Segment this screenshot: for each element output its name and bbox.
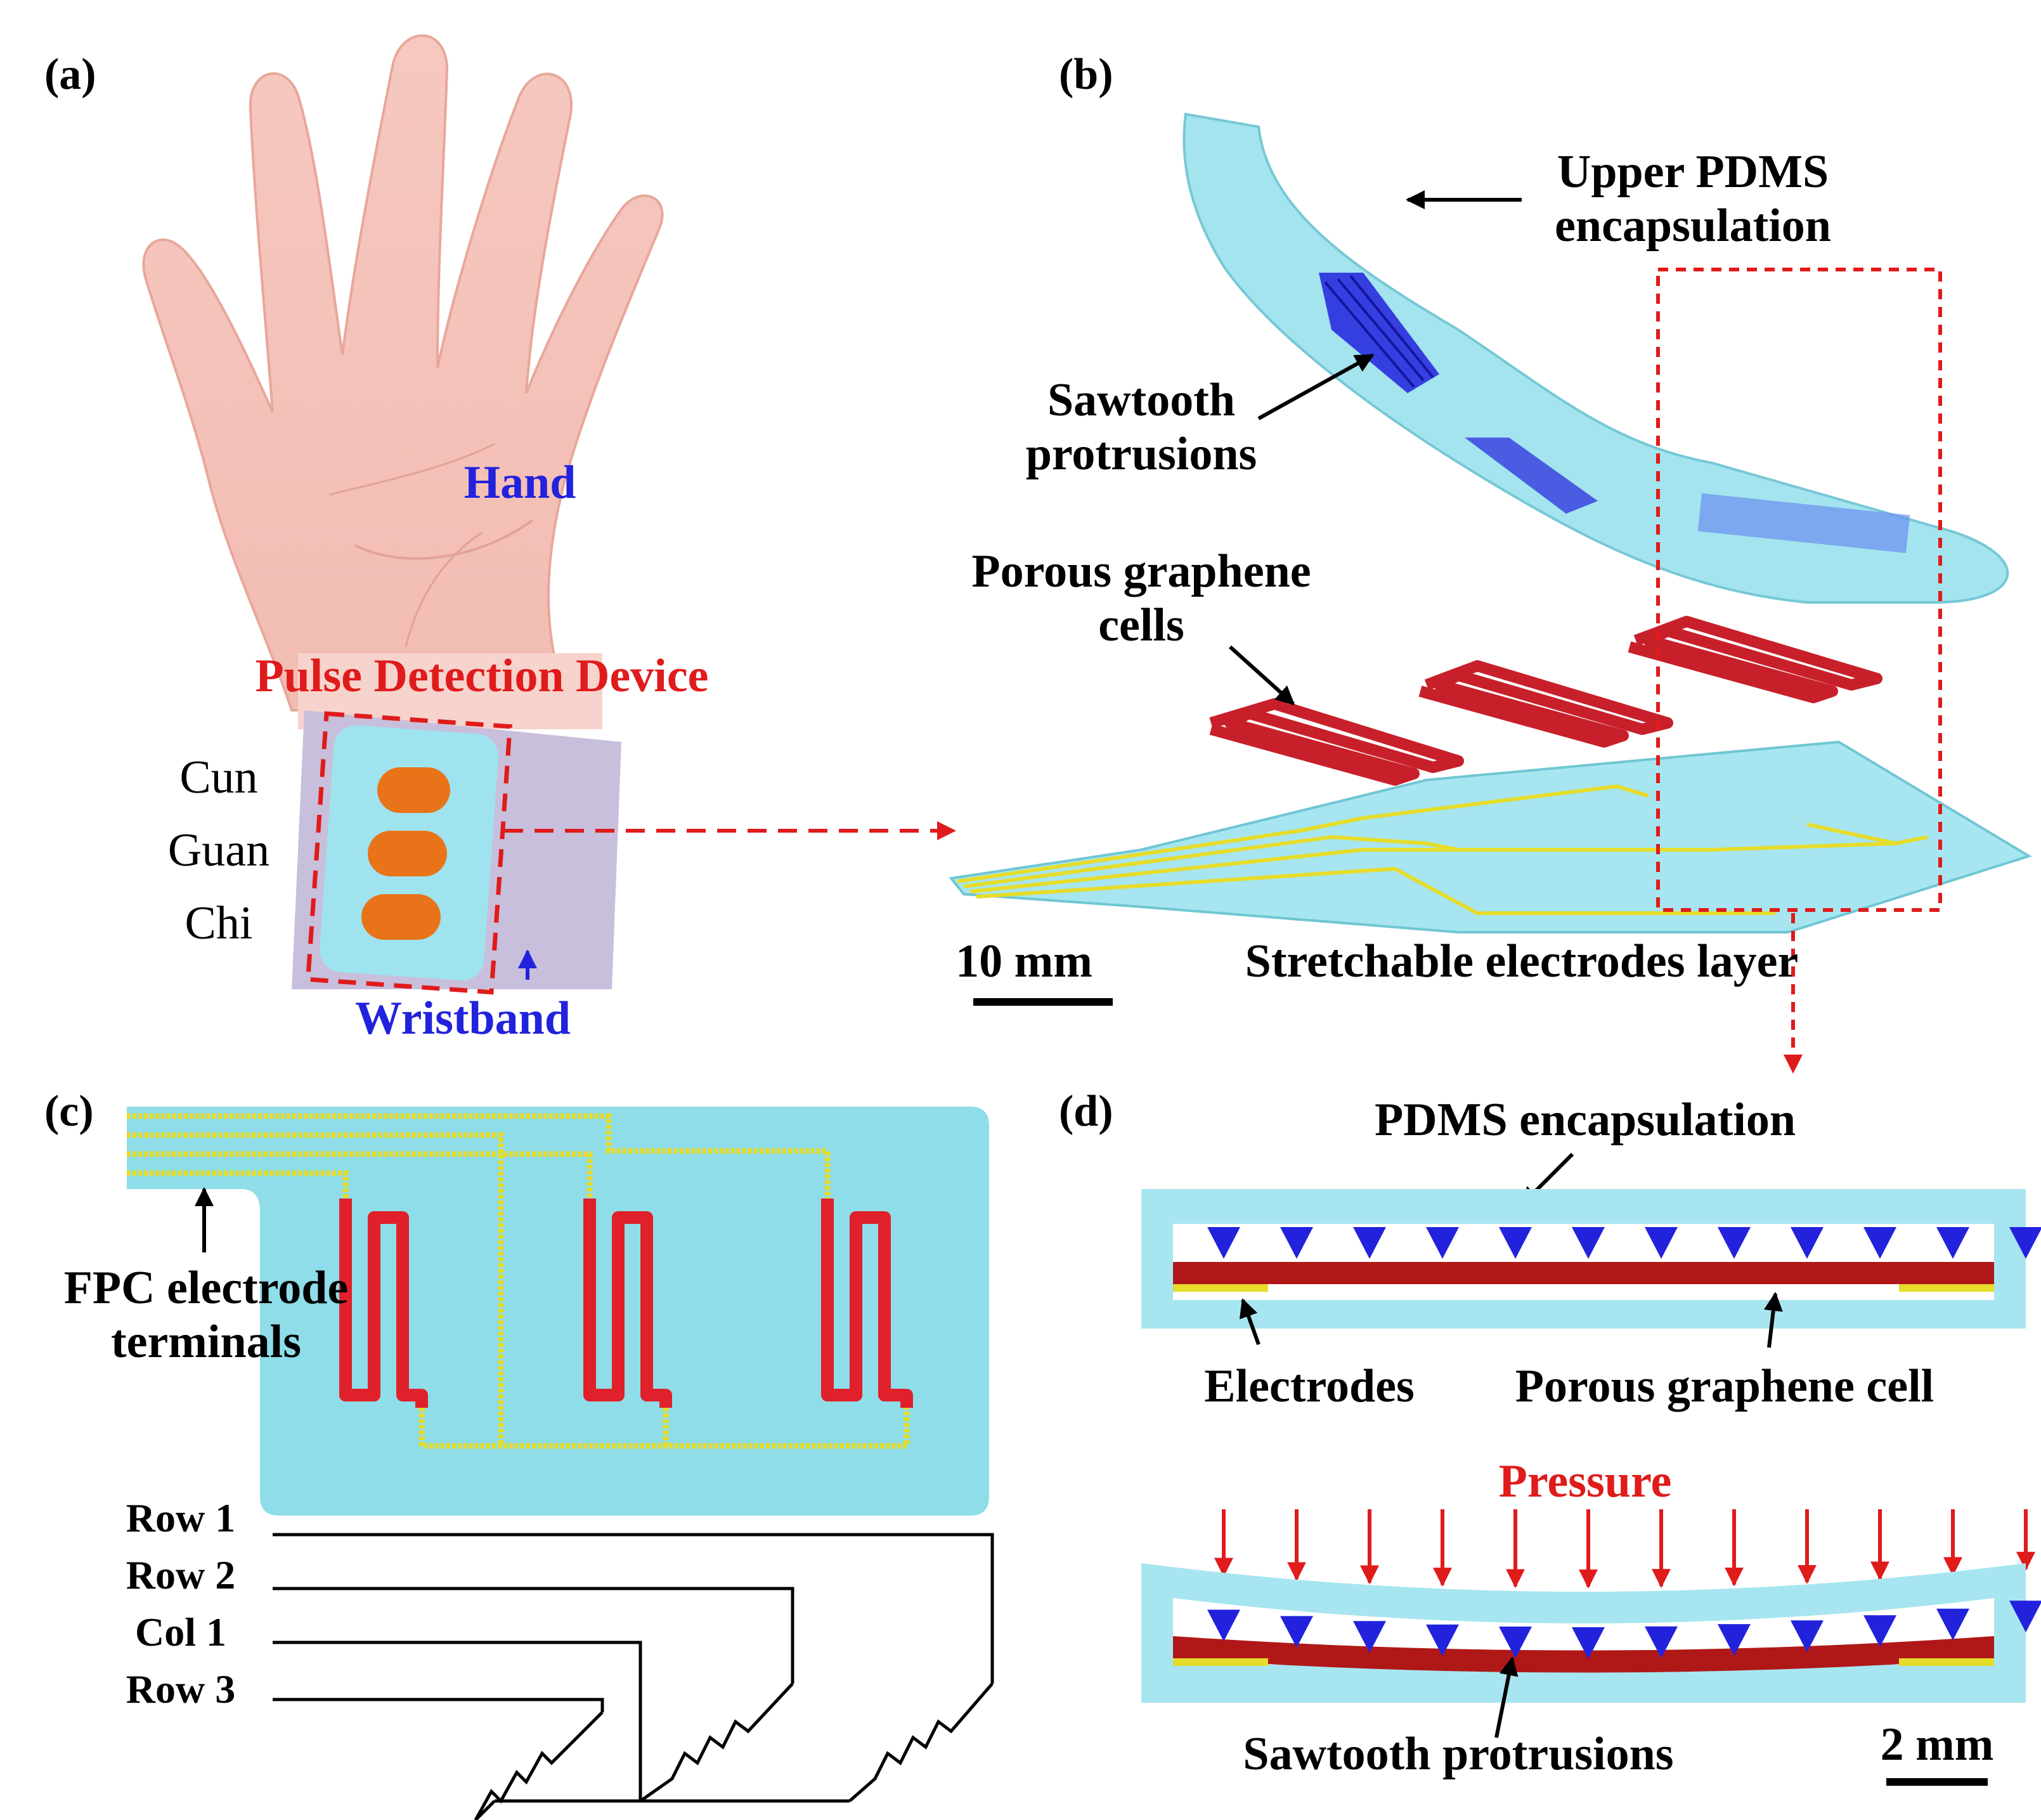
- position-chi: Chi: [185, 897, 253, 949]
- sawtooth-tooth: [1863, 1615, 1896, 1648]
- electrode-layer: [949, 740, 2032, 933]
- electrodes-label-d: Electrodes: [1204, 1360, 1415, 1412]
- sawtooth-tooth: [1280, 1616, 1313, 1648]
- sensor-guan: [368, 831, 447, 876]
- wristband-label: Wristband: [355, 992, 571, 1044]
- panel-b: (b) Upper PDMS encapsulation Sawtooth pr…: [949, 50, 2032, 1074]
- electrode-left-2: [1173, 1658, 1268, 1666]
- sawtooth-tooth: [1645, 1227, 1678, 1259]
- device-label: Pulse Detection Device: [255, 650, 708, 702]
- graphene-strip-1: [1173, 1262, 1994, 1284]
- graphene-strip-2: [1173, 1636, 1994, 1673]
- electrodes-arrow: [1239, 1298, 1260, 1346]
- sawtooth-tooth: [1426, 1624, 1459, 1656]
- sawtooth-tooth: [2009, 1601, 2041, 1633]
- c-cell-3: [821, 1199, 913, 1408]
- sawtooth-label-d: Sawtooth protrusions: [1243, 1728, 1673, 1780]
- panel-d-label: (d): [1059, 1087, 1113, 1136]
- sawtooth-tooth: [1353, 1227, 1386, 1259]
- svg-text:protrusions: protrusions: [1026, 428, 1257, 480]
- row-1-label: Row 1: [126, 1495, 235, 1540]
- electrodes-layer-label: Stretchable electrodes layer: [1245, 935, 1799, 987]
- sawtooth-tooth: [1791, 1227, 1824, 1259]
- svg-text:terminals: terminals: [111, 1316, 301, 1368]
- fpc-label: FPC electrode terminals: [64, 1262, 349, 1368]
- panel-c-label: (c): [44, 1087, 94, 1136]
- svg-text:Porous graphene: Porous graphene: [971, 545, 1311, 597]
- c-cell-2: [583, 1199, 672, 1408]
- upper-label: Upper PDMS encapsulation: [1555, 146, 1831, 252]
- panel-b-label: (b): [1059, 50, 1113, 99]
- pressure-label: Pressure: [1499, 1455, 1672, 1507]
- scale-b-label: 10 mm: [956, 935, 1092, 987]
- cell-label-d: Porous graphene cell: [1515, 1360, 1934, 1412]
- c-traces: [127, 1113, 910, 1449]
- cell-arrow: [1763, 1292, 1783, 1348]
- sawtooth-tooth: [1207, 1609, 1240, 1642]
- sensor-cun: [377, 767, 450, 813]
- circuit-schematic: [273, 1533, 994, 1820]
- electrode-right-1: [1899, 1284, 1994, 1292]
- sawtooth-tooth: [1499, 1627, 1532, 1659]
- electrode-traces: [957, 784, 1928, 915]
- graphene-cell-3: [1628, 616, 1882, 703]
- sawtooth-tooth: [2009, 1227, 2041, 1259]
- sawtooth-tooth: [1936, 1608, 1969, 1641]
- graphene-cell-1: [1209, 698, 1464, 786]
- sawtooth-tooth: [1353, 1621, 1386, 1653]
- svg-text:encapsulation: encapsulation: [1555, 200, 1831, 252]
- sawtooth-arrow-b: [1257, 353, 1375, 420]
- col-1-label: Col 1: [135, 1609, 226, 1654]
- electrode-left-1: [1173, 1284, 1268, 1292]
- graphene-cells: [1209, 616, 1882, 786]
- sawtooth-block-2: [1465, 438, 1598, 514]
- sawtooth-tooth: [1645, 1626, 1678, 1658]
- panel-d: (d) PDMS encapsulation Electrodes Porous…: [1059, 1087, 2041, 1786]
- sawtooth-tooth: [1718, 1624, 1751, 1656]
- electrode-right-2: [1899, 1658, 1994, 1666]
- panel-c: (c) FPC electrode terminals Row 1 Row 2 …: [44, 1087, 994, 1820]
- svg-text:FPC electrode: FPC electrode: [64, 1262, 349, 1314]
- panel-a: (a) Hand Pulse Detection Device Cun Guan…: [44, 34, 956, 1044]
- upper-pdms-layer: [1182, 112, 2009, 604]
- sensor-chi: [361, 894, 441, 940]
- sawtooth-arrow-d: [1494, 1656, 1519, 1738]
- sawtooth-tooth: [1426, 1227, 1459, 1259]
- svg-text:Sawtooth: Sawtooth: [1047, 374, 1235, 426]
- sawtooth-row-2: [1207, 1601, 2041, 1659]
- svg-text:Upper PDMS: Upper PDMS: [1557, 146, 1829, 198]
- c-serpentines: [339, 1199, 913, 1408]
- sawtooth-label-b: Sawtooth protrusions: [1026, 374, 1257, 480]
- scale-d-label: 2 mm: [1881, 1719, 1994, 1771]
- hand-label: Hand: [464, 457, 576, 509]
- row-3-label: Row 3: [126, 1667, 235, 1712]
- sawtooth-tooth: [1718, 1227, 1751, 1259]
- svg-text:cells: cells: [1098, 599, 1184, 651]
- sawtooth-tooth: [1791, 1620, 1824, 1653]
- pdms-label: PDMS encapsulation: [1375, 1094, 1796, 1146]
- hand-illustration: [142, 34, 664, 995]
- sawtooth-tooth: [1207, 1227, 1240, 1259]
- sawtooth-tooth: [1936, 1227, 1969, 1259]
- sawtooth-tooth: [1572, 1627, 1605, 1659]
- sawtooth-tooth: [1863, 1227, 1896, 1259]
- pressure-arrows: [1214, 1509, 2035, 1589]
- cells-label: Porous graphene cells: [971, 545, 1311, 651]
- sawtooth-tooth: [1572, 1227, 1605, 1259]
- row-2-label: Row 2: [126, 1552, 235, 1597]
- sawtooth-row-1: [1207, 1227, 2041, 1259]
- position-cun: Cun: [179, 751, 257, 803]
- c-cell-1: [339, 1199, 428, 1408]
- position-guan: Guan: [168, 824, 269, 876]
- graphene-cell-2: [1418, 660, 1673, 748]
- sawtooth-tooth: [1499, 1227, 1532, 1259]
- cells-arrow: [1228, 645, 1295, 706]
- sawtooth-tooth: [1280, 1227, 1313, 1259]
- panel-a-label: (a): [44, 50, 96, 99]
- sawtooth-block-3: [1697, 493, 1910, 554]
